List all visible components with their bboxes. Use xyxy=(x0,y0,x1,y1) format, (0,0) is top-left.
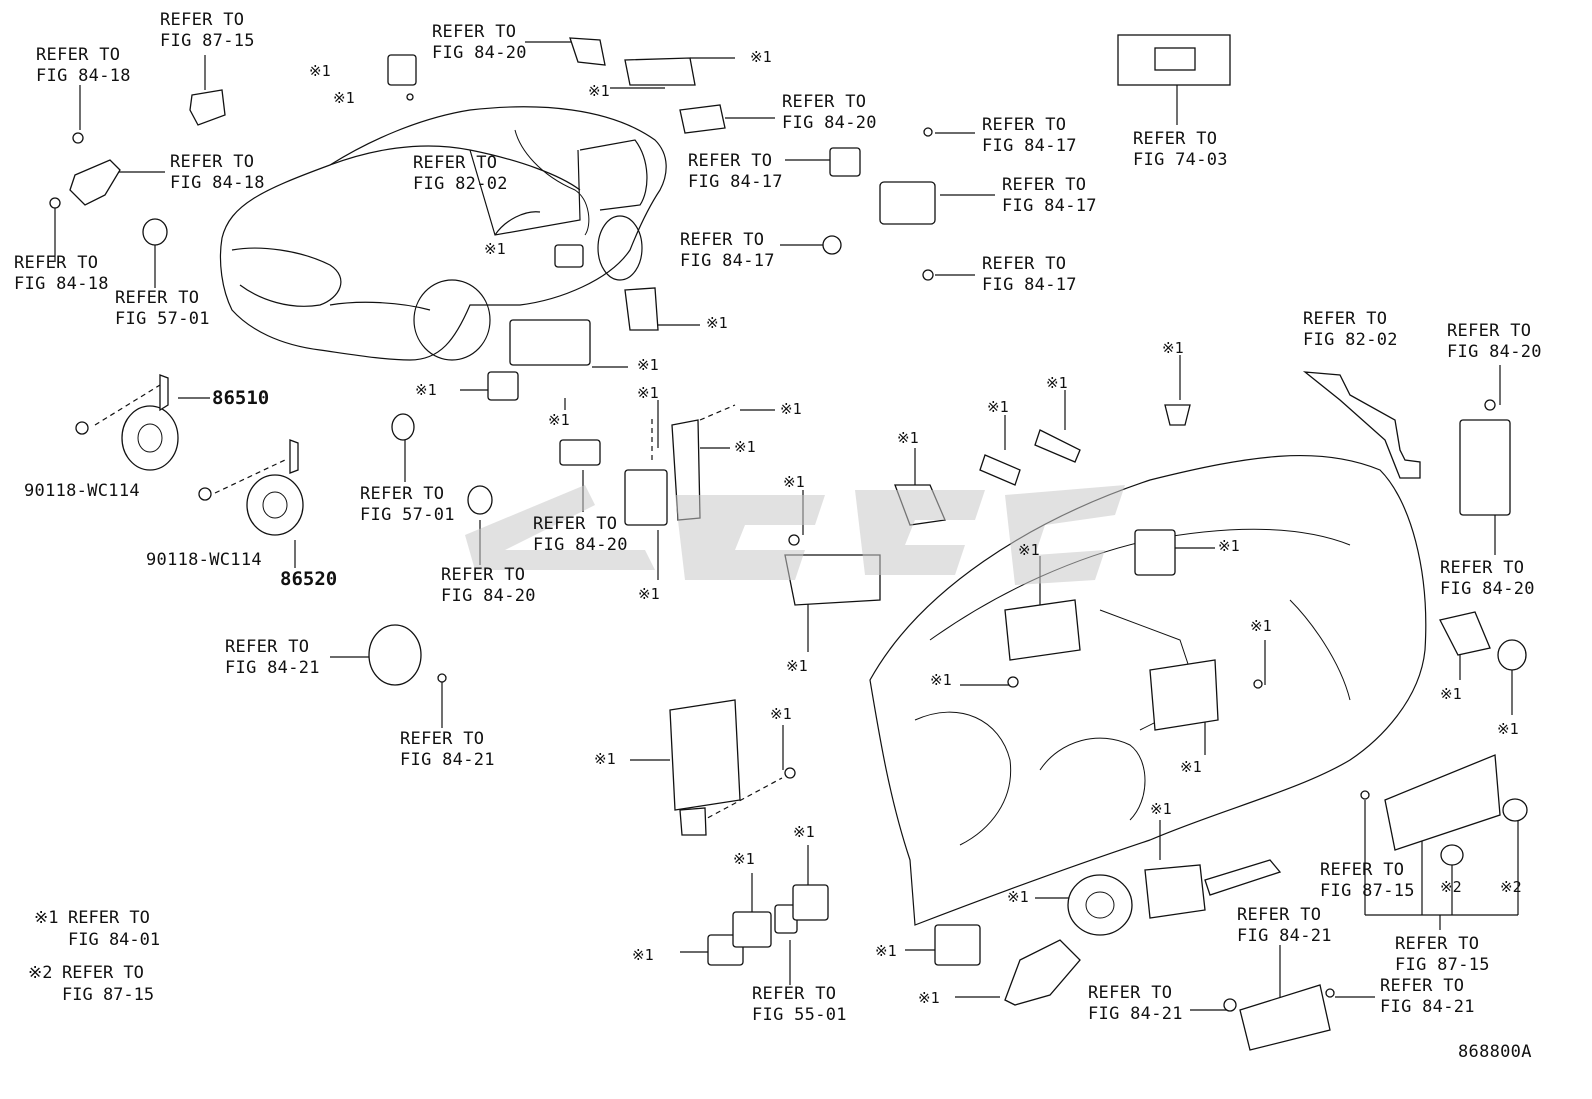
grommet xyxy=(142,218,168,246)
ref-label: REFER TO FIG 55-01 xyxy=(752,984,847,1025)
note-mark: ※1 xyxy=(1162,339,1184,357)
legend-note-1-mark: ※1 xyxy=(34,908,59,928)
note-mark: ※1 xyxy=(637,356,659,374)
ref-label: REFER TO FIG 74-03 xyxy=(1133,129,1228,170)
ref-label: REFER TO FIG 87-15 xyxy=(160,10,255,51)
note-mark: ※1 xyxy=(1250,617,1272,635)
spiral-cable xyxy=(1067,874,1133,936)
ref-label: REFER TO FIG 84-17 xyxy=(982,254,1077,295)
note-mark: ※1 xyxy=(786,657,808,675)
note-mark: ※1 xyxy=(918,989,940,1007)
note-mark: ※1 xyxy=(1018,541,1040,559)
ref-label: REFER TO FIG 84-18 xyxy=(14,253,109,294)
note-mark: ※2 xyxy=(1500,878,1522,896)
note-mark: ※1 xyxy=(930,671,952,689)
window-switch xyxy=(509,319,591,366)
note-mark: ※1 xyxy=(1180,758,1202,776)
note-mark: ※1 xyxy=(897,429,919,447)
note-mark: ※1 xyxy=(1150,800,1172,818)
ecu-84-17 xyxy=(879,181,936,225)
note-mark: ※1 xyxy=(1218,537,1240,555)
note-mark: ※1 xyxy=(638,585,660,603)
note-mark: ※1 xyxy=(309,62,331,80)
ref-label: REFER TO FIG 57-01 xyxy=(115,288,210,329)
parts xyxy=(49,34,1528,1051)
note-mark: ※1 xyxy=(1440,685,1462,703)
ref-label: REFER TO FIG 84-17 xyxy=(1002,175,1097,216)
note-mark: ※1 xyxy=(1497,720,1519,738)
spiral-cable-84-21 xyxy=(368,624,422,686)
horn-high xyxy=(121,405,179,471)
diagram-id: 868800A xyxy=(1458,1042,1532,1062)
ref-label: REFER TO FIG 57-01 xyxy=(360,484,455,525)
part-number-horn-high: 86510 xyxy=(212,387,270,409)
ref-label: REFER TO FIG 84-17 xyxy=(680,230,775,271)
ref-label: REFER TO FIG 84-21 xyxy=(1380,976,1475,1017)
hood-switch-bracket xyxy=(69,159,121,206)
note-mark: ※1 xyxy=(1046,374,1068,392)
instrument-panel-outline xyxy=(869,454,1427,926)
note-mark: ※1 xyxy=(750,48,772,66)
sensor-87-15 xyxy=(189,89,226,126)
note-mark: ※1 xyxy=(783,473,805,491)
note-mark: ※1 xyxy=(415,381,437,399)
vehicle-outline xyxy=(219,106,667,361)
ref-label: REFER TO FIG 84-21 xyxy=(1088,983,1183,1024)
ref-label: REFER TO FIG 84-21 xyxy=(225,637,320,678)
ref-label: REFER TO FIG 82-02 xyxy=(413,153,508,194)
switch-top xyxy=(387,54,417,86)
ref-label: REFER TO FIG 84-17 xyxy=(982,115,1077,156)
dashed-lines xyxy=(94,384,783,823)
ref-label: REFER TO FIG 84-18 xyxy=(170,152,265,193)
part-number-horn-low: 86520 xyxy=(280,568,338,590)
note-mark: ※1 xyxy=(1007,888,1029,906)
note-mark: ※1 xyxy=(588,82,610,100)
note-mark: ※2 xyxy=(1440,878,1462,896)
horn-low xyxy=(246,474,304,536)
ref-label: REFER TO FIG 84-20 xyxy=(441,565,536,606)
note-mark: ※1 xyxy=(548,411,570,429)
note-mark: ※1 xyxy=(793,823,815,841)
ref-label: REFER TO FIG 82-02 xyxy=(1303,309,1398,350)
ref-label: REFER TO FIG 84-18 xyxy=(36,45,131,86)
note-mark: ※1 xyxy=(594,750,616,768)
note-mark: ※1 xyxy=(333,89,355,107)
module-box xyxy=(624,469,668,526)
note-mark: ※1 xyxy=(484,240,506,258)
ref-label: REFER TO FIG 87-15 xyxy=(1395,934,1490,975)
ref-label: REFER TO FIG 84-21 xyxy=(1237,905,1332,946)
airbag-module xyxy=(1004,599,1081,661)
bracket-module xyxy=(784,554,881,606)
ref-label: REFER TO FIG 84-20 xyxy=(533,514,628,555)
ecu-84-20 xyxy=(1459,419,1511,516)
note-mark: ※1 xyxy=(632,946,654,964)
note-mark: ※1 xyxy=(734,438,756,456)
body-ecu xyxy=(669,699,741,811)
note-mark: ※1 xyxy=(733,850,755,868)
note-mark: ※1 xyxy=(875,942,897,960)
airbag-sensor xyxy=(1239,984,1331,1051)
legend-note-1-text: REFER TO FIG 84-01 xyxy=(68,908,161,950)
legend-note-2-mark: ※2 xyxy=(28,963,53,983)
ref-label: REFER TO FIG 87-15 xyxy=(1320,860,1415,901)
note-mark: ※1 xyxy=(637,384,659,402)
part-number-bolt: 90118-WC114 xyxy=(146,550,262,570)
ref-label: REFER TO FIG 84-20 xyxy=(1447,321,1542,362)
part-number-bolt: 90118-WC114 xyxy=(24,481,140,501)
note-mark: ※1 xyxy=(780,400,802,418)
climate-control xyxy=(1384,754,1501,851)
note-mark: ※1 xyxy=(706,314,728,332)
note-mark: ※1 xyxy=(770,705,792,723)
legend-note-2-text: REFER TO FIG 87-15 xyxy=(62,963,155,1005)
ref-label: REFER TO FIG 84-20 xyxy=(1440,558,1535,599)
note-mark: ※1 xyxy=(987,398,1009,416)
ref-label: REFER TO FIG 84-21 xyxy=(400,729,495,770)
ref-label: REFER TO FIG 84-20 xyxy=(782,92,877,133)
ref-label: REFER TO FIG 84-20 xyxy=(432,22,527,63)
ref-label: REFER TO FIG 84-17 xyxy=(688,151,783,192)
